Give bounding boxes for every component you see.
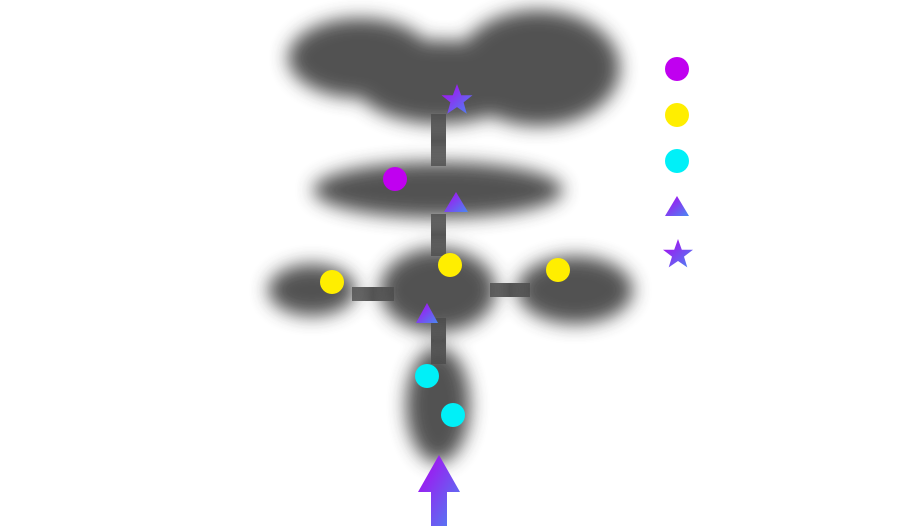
upper-hall [313, 162, 563, 218]
start-room [406, 347, 470, 463]
star-marker [441, 84, 473, 114]
east-room [517, 256, 633, 324]
magenta-orb [383, 167, 407, 191]
legend-star-icon [663, 239, 693, 268]
hub-room [380, 248, 496, 332]
map-markers [320, 84, 570, 427]
yellow-orb [546, 258, 570, 282]
legend [663, 57, 693, 268]
yellow-orb [320, 270, 344, 294]
cyan-orb [415, 364, 439, 388]
legend-triangle-icon [665, 196, 689, 216]
west-room [268, 264, 356, 316]
cyan-orb [441, 403, 465, 427]
boss-area [456, 10, 620, 126]
legend-yellow-orb-icon [665, 103, 689, 127]
up-arrow-player-icon [418, 455, 460, 526]
legend-magenta-orb-icon [665, 57, 689, 81]
triangle-marker [416, 303, 438, 323]
corridor [431, 114, 446, 166]
yellow-orb [438, 253, 462, 277]
triangle-marker [444, 192, 468, 212]
legend-cyan-orb-icon [665, 149, 689, 173]
explored-rooms [268, 10, 633, 463]
corridor [431, 214, 446, 256]
